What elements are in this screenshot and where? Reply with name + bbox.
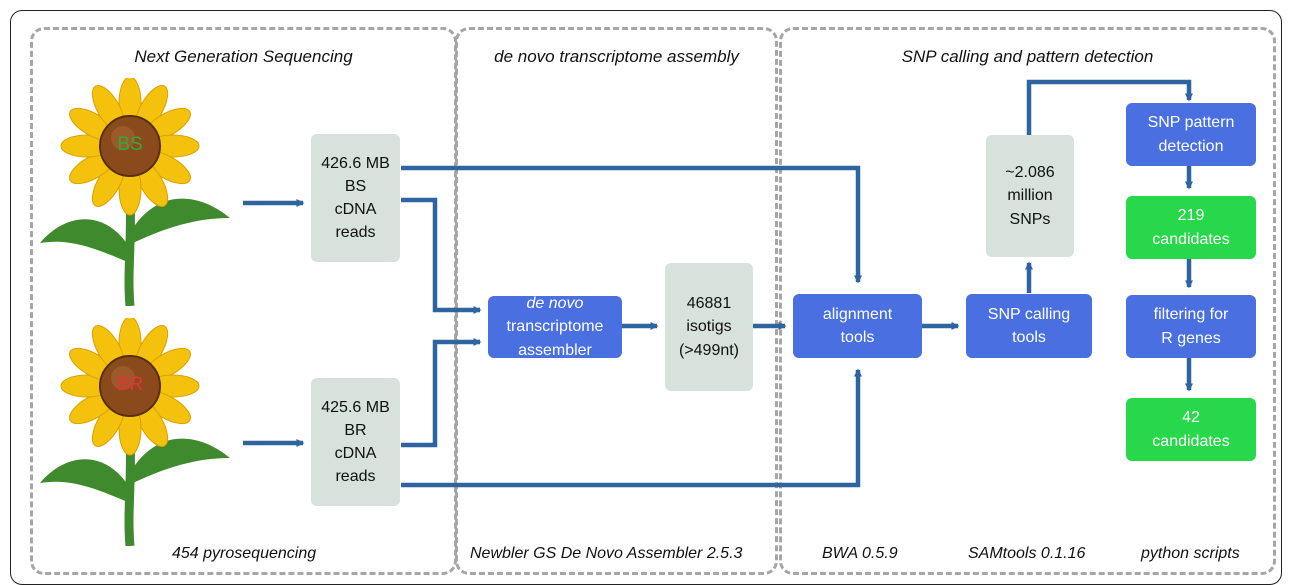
- panel-title-assembly: de novo transcriptome assembly: [494, 47, 739, 66]
- panel-title-ngs: Next Generation Sequencing: [134, 47, 353, 66]
- snp-calling-box: SNP calling tools: [966, 294, 1092, 358]
- br-reads-size: 425.6 MB: [321, 398, 390, 416]
- filtering-box: filtering for R genes: [1126, 295, 1256, 358]
- sunflower-bs-image: [35, 76, 245, 307]
- bs-reads-sample: BS: [344, 177, 367, 195]
- assembler-line-1: transcriptome: [506, 318, 604, 336]
- panel-footer-ngs: 454 pyrosequencing: [172, 545, 317, 562]
- snp-pattern-box: SNP pattern detection: [1126, 103, 1256, 166]
- br-reads-type: cDNA: [334, 445, 377, 462]
- br-reads-box: 425.6 MB BR cDNA reads: [311, 378, 400, 506]
- snp-pattern-line-2: detection: [1158, 137, 1224, 155]
- bs-reads-box: 426.6 MB BS cDNA reads: [311, 134, 400, 262]
- sunflower-br-image: [35, 316, 245, 547]
- alignment-line-1: alignment: [822, 305, 893, 323]
- flower-label-br: BR: [116, 374, 144, 395]
- snp-calling-line-2: tools: [1012, 329, 1046, 346]
- candidates-42-box: 42 candidates: [1126, 398, 1256, 461]
- snps-box: ~2.086 million SNPs: [986, 135, 1074, 257]
- isotigs-count: 46881: [686, 295, 732, 313]
- panel-footer-samtools: SAMtools 0.1.16: [968, 545, 1086, 562]
- panel-title-snp: SNP calling and pattern detection: [901, 47, 1154, 66]
- bs-reads-word: reads: [335, 224, 376, 242]
- isotigs-length: (>499nt): [678, 341, 740, 359]
- snps-unit: million: [1007, 187, 1053, 205]
- assembler-italic: de novo: [526, 295, 584, 313]
- filtering-line-1: filtering for: [1153, 306, 1229, 324]
- arrow-bs-reads-to-assembler: [401, 197, 482, 314]
- filtering-line-2: R genes: [1161, 329, 1221, 347]
- arrow-snps-to-pattern: [1026, 79, 1193, 135]
- snp-calling-line-1: SNP calling: [987, 305, 1071, 323]
- arrow-br-reads-to-alignment: [401, 368, 862, 488]
- isotigs-word: isotigs: [686, 318, 732, 336]
- panel-snp-calling: [779, 27, 1276, 575]
- panel-footer-python: python scripts: [1141, 545, 1240, 562]
- arrow-br-reads-to-assembler: [401, 338, 482, 448]
- panel-footer-assembly: Newbler GS De Novo Assembler 2.5.3: [470, 545, 743, 562]
- alignment-tools-box: alignment tools: [793, 294, 922, 358]
- bs-reads-size: 426.6 MB: [321, 154, 390, 172]
- assembler-line-2: assembler: [518, 341, 592, 359]
- alignment-line-2: tools: [840, 329, 875, 346]
- br-reads-word: reads: [335, 468, 376, 486]
- candidates-42-count: 42: [1182, 409, 1200, 427]
- candidates-219-box: 219 candidates: [1126, 196, 1256, 259]
- bs-reads-type: cDNA: [334, 201, 377, 218]
- panel-de-novo-assembly: [455, 27, 778, 575]
- isotigs-box: 46881 isotigs (>499nt): [665, 263, 753, 391]
- assembler-box: de novo transcriptome assembler: [488, 295, 622, 359]
- candidates-219-count: 219: [1177, 207, 1205, 225]
- panel-footer-bwa: BWA 0.5.9: [822, 545, 898, 562]
- snps-word: SNPs: [1009, 210, 1051, 228]
- snps-count: ~2.086: [1005, 164, 1055, 182]
- br-reads-sample: BR: [344, 421, 367, 439]
- arrow-bs-reads-to-alignment: [401, 165, 862, 284]
- candidates-219-word: candidates: [1152, 230, 1230, 248]
- candidates-42-word: candidates: [1152, 432, 1230, 450]
- flower-label-bs: BS: [117, 134, 143, 155]
- snp-pattern-line-1: SNP pattern: [1147, 114, 1235, 132]
